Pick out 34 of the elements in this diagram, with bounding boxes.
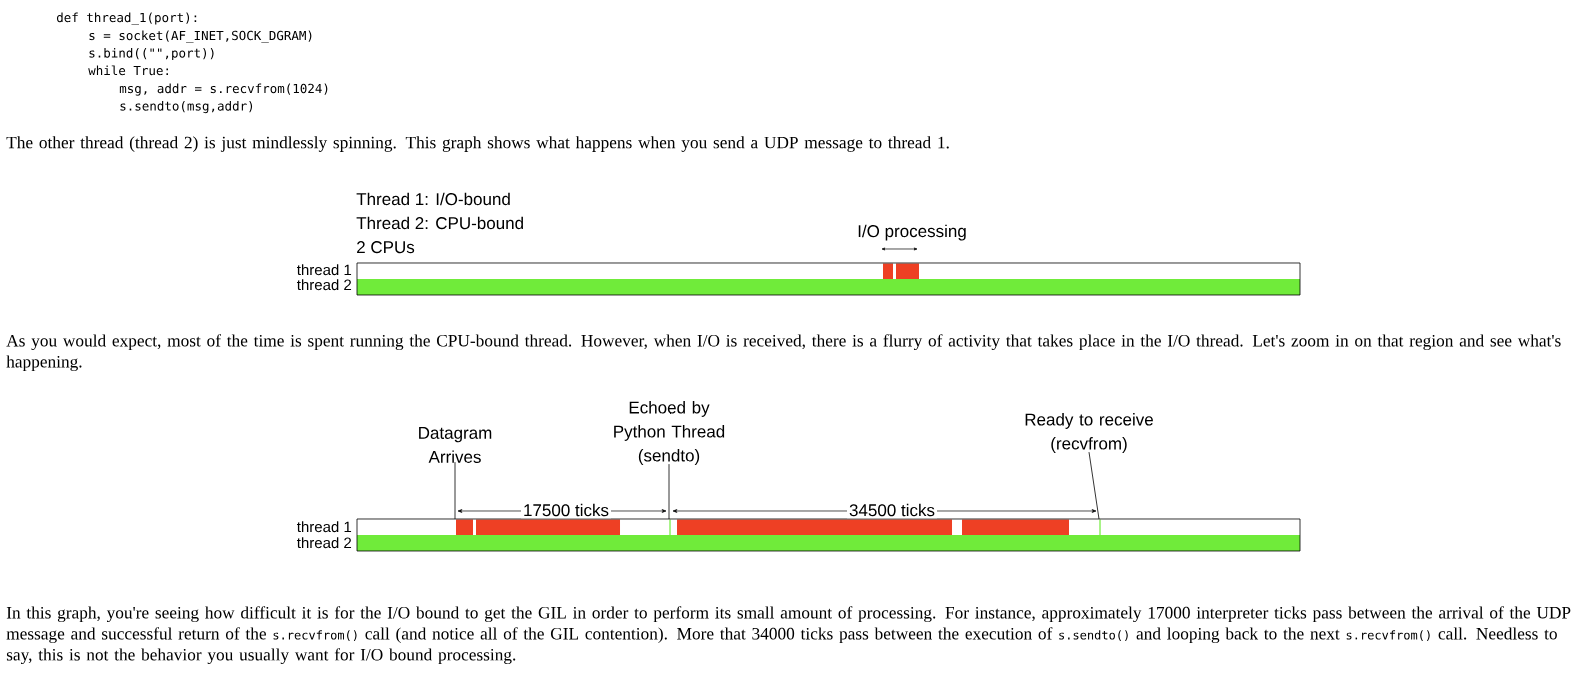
callout-text: Ready to receive (recvfrom) — [1025, 413, 1153, 453]
label: In this graph, you're seeing how difficult it is for the I/O bound to get the GIL in order to perform its small amount of processing. For instance, approximately 17000 interpreter ticks pass between the arrival of the UDP — [6, 606, 1571, 623]
code-line: msg, addr = s.recvfrom(1024) — [119, 83, 328, 96]
code-line: def thread_1(port): — [56, 12, 197, 25]
code-line: s.bind(("",port)) — [89, 48, 214, 61]
leader-line — [1088, 451, 1100, 520]
callout-text: Echoed by Python Thread (sendto) — [614, 401, 725, 465]
code-line: while True: — [88, 65, 168, 76]
row-label: thread 1 — [297, 521, 352, 533]
chart-note: Thread 1: I/O-bound — [356, 192, 510, 206]
row-label: thread 1 — [297, 264, 352, 276]
label: s.recvfrom() — [1346, 630, 1430, 641]
row-label: thread 2 — [297, 537, 352, 549]
paragraph: The other thread (thread 2) is just mindlessly spinning. This graph shows what happens when you send a UDP message to thread 1. — [6, 136, 949, 152]
code-line: s = socket(AF_INET,SOCK_DGRAM) — [89, 30, 312, 43]
callout-text: Datagram Arrives — [419, 427, 492, 463]
label: s.recvfrom() — [273, 630, 357, 641]
code-line: s.sendto(msg,addr) — [120, 101, 253, 114]
paragraph: As you would expect, most of the time is spent running the CPU-bound thread. However, when I/O is received, there is a flurry of activity that takes place in the I/O thread. Let's zoom in on that region and see what's happening. — [6, 334, 1561, 372]
label: call. Needless to — [1438, 627, 1557, 640]
row-label: thread 2 — [297, 279, 352, 291]
label: say, this is not the behavior you usually want for I/O bound processing. — [6, 648, 516, 665]
dimension-label: 34500 ticks — [847, 501, 937, 519]
label: message and successful return of the — [6, 627, 266, 644]
label: call (and notice all of the GIL contention). More that 34000 ticks pass between the execution of — [365, 627, 1053, 644]
leader-line — [668, 463, 670, 520]
dimension-label: 17500 ticks — [521, 501, 611, 519]
chart-note: 2 CPUs — [357, 241, 415, 254]
chart-note: Thread 2: CPU-bound — [356, 216, 523, 230]
label: s.sendto() — [1059, 630, 1128, 641]
label: and looping back to the next — [1136, 627, 1340, 644]
paragraph: In this graph, you're seeing how difficult it is for the I/O bound to get the GIL in order to perform its small amount of processing. For instance, approximately 17000 interpreter ticks pass between the arrival of the UDP message and successful return of the s.recvfrom() call (and notice all of the GIL contention). More that 34000 ticks pass between the execution of s.sendto() and looping back to the next s.recvfrom() call. Needless to say, this is not the behavior you usually want for I/O bound processing. — [6, 606, 1571, 665]
leader-line — [454, 461, 456, 520]
chart-note: I/O processing — [858, 224, 966, 241]
